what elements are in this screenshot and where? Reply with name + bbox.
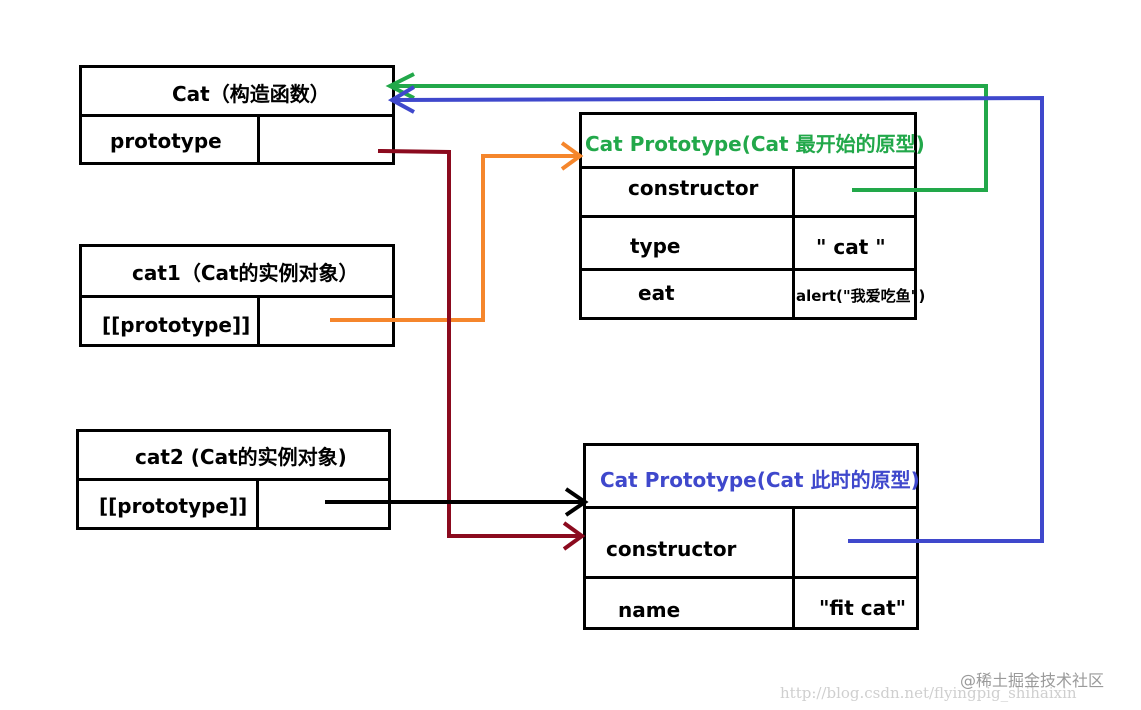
cat1-title: cat1（Cat的实例对象） <box>132 261 359 285</box>
cat-constructor-title: Cat（构造函数） <box>172 82 330 106</box>
cat2-title: cat2 (Cat的实例对象) <box>135 445 347 469</box>
original-eat-value: alert("我爱吃鱼") <box>796 287 926 305</box>
cat1-instance-box: cat1（Cat的实例对象） [[prototype]] <box>79 244 395 347</box>
divider <box>79 478 388 481</box>
cat1-proto-label: [[prototype]] <box>102 313 251 337</box>
original-type-key: type <box>630 234 681 258</box>
current-name-key: name <box>618 598 681 622</box>
divider <box>792 506 795 627</box>
current-prototype-title: Cat Prototype(Cat 此时的原型) <box>600 468 920 492</box>
divider <box>257 114 260 162</box>
divider <box>257 295 260 344</box>
divider <box>586 506 916 509</box>
divider <box>586 576 916 579</box>
divider <box>582 166 914 169</box>
original-prototype-box: Cat Prototype(Cat 最开始的原型) constructor ty… <box>579 112 925 320</box>
original-eat-key: eat <box>638 281 675 305</box>
divider <box>582 268 914 271</box>
current-constructor-key: constructor <box>606 537 737 561</box>
current-name-value: "fit cat" <box>819 596 907 620</box>
original-type-value: " cat " <box>816 235 886 259</box>
original-constructor-key: constructor <box>628 176 759 200</box>
divider <box>792 166 795 317</box>
watermark-juejin: @稀土掘金技术社区 <box>960 671 1105 690</box>
cat-constructor-box: Cat（构造函数） prototype <box>79 65 395 165</box>
divider <box>82 114 392 117</box>
original-prototype-title: Cat Prototype(Cat 最开始的原型) <box>585 132 925 156</box>
divider <box>82 295 392 298</box>
darkred-prototype-arrow <box>377 149 586 551</box>
cat2-proto-label: [[prototype]] <box>99 494 248 518</box>
prototype-label: prototype <box>110 129 222 153</box>
divider <box>256 478 259 527</box>
cat2-instance-box: cat2 (Cat的实例对象) [[prototype]] <box>76 429 391 530</box>
divider <box>582 215 914 218</box>
current-prototype-box: Cat Prototype(Cat 此时的原型) constructor nam… <box>583 443 920 630</box>
watermark-url: http://blog.csdn.net/flyingpig_shihaixin <box>780 684 1077 702</box>
